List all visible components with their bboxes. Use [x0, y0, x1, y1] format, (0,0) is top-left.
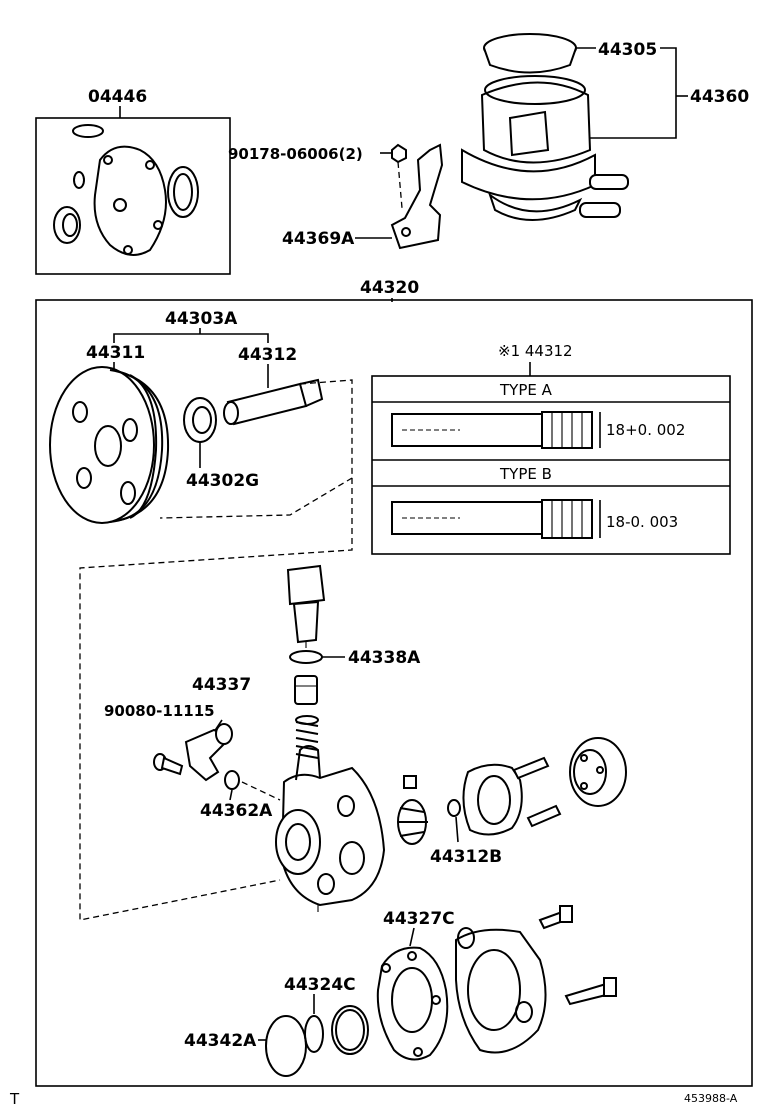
pump-body-icon: [275, 745, 386, 912]
union-fitting-icon: [286, 564, 326, 648]
bolt-upper-icon: [538, 905, 573, 930]
label-90080: 90080-11115: [104, 702, 215, 720]
nut-icon: [391, 143, 407, 164]
diagram-ref-code: 453988-A: [684, 1092, 738, 1105]
assembly-box: [35, 299, 753, 1087]
pressure-plate-icon: [569, 737, 627, 807]
vane-icon: [403, 775, 417, 789]
label-44369A: 44369A: [282, 229, 355, 249]
reservoir-pipe-icon: [589, 174, 629, 190]
type-a-label: TYPE A: [499, 381, 553, 399]
gasket-kit-group: 04446: [35, 87, 231, 275]
dowel-pin-icon: [512, 756, 562, 828]
label-44311: 44311: [86, 343, 145, 363]
label-44337: 44337: [192, 675, 251, 695]
gasket-kit-box: [35, 117, 231, 275]
type-a-shaft-icon: [391, 413, 543, 447]
table-header: ※1 44312: [498, 342, 573, 360]
rear-housing-icon: [455, 927, 547, 1054]
shaft-icon: [223, 378, 324, 426]
bracket-group: 90178-06006(2) 44369A: [228, 143, 444, 250]
label-44324C: 44324C: [284, 975, 356, 995]
label-44360: 44360: [690, 87, 749, 107]
o-ring-icon: [72, 124, 104, 138]
pin-44312B-icon: [447, 799, 461, 817]
label-44302G: 44302G: [186, 471, 259, 491]
label-44327C: 44327C: [383, 909, 455, 929]
reservoir-group: 44305 44360: [461, 33, 749, 221]
label-44342A: 44342A: [184, 1031, 257, 1051]
o-ring-large-icon: [331, 1005, 369, 1055]
type-b-dimension: 18-0. 003: [606, 513, 678, 531]
bolt-lower-icon: [564, 977, 617, 1006]
type-b-label: TYPE B: [499, 465, 552, 483]
label-44312B: 44312B: [430, 847, 502, 867]
label-44305: 44305: [598, 40, 657, 60]
label-44362A: 44362A: [200, 801, 273, 821]
footer-mark: T: [9, 1090, 20, 1108]
pulley-icon: [49, 366, 170, 524]
leader-44360: [590, 47, 677, 139]
type-a-dimension: 18+0. 002: [606, 421, 685, 439]
small-ring-icon: [73, 171, 85, 189]
shaft-type-table: ※1 44312 TYPE A TYPE B 18+0. 002: [371, 342, 731, 555]
gasket-plate-icon: [93, 145, 167, 256]
suction-port-icon: [184, 723, 233, 782]
gasket-44327C-icon: [376, 946, 449, 1061]
label-44320: 44320: [360, 278, 419, 298]
pump-assembly-group: 44320 44303A 44311 44312 44302G: [35, 278, 753, 1087]
o-ring-44342A-icon: [265, 1015, 307, 1077]
bracket-icon: [390, 143, 444, 250]
o-ring-44324C-icon: [304, 1015, 324, 1053]
bearing-icon: [183, 397, 217, 443]
rotor-icon: [397, 799, 428, 845]
flow-valve-icon: [294, 675, 318, 705]
gasket-hole: [113, 198, 127, 212]
large-ring-icon: [167, 166, 199, 218]
label-44338A: 44338A: [348, 648, 421, 668]
cam-ring-icon: [462, 763, 523, 836]
o-ring-44362A-icon: [224, 770, 240, 790]
bolt-icon: [153, 753, 184, 776]
spring-icon: [295, 715, 319, 759]
label-44303A: 44303A: [165, 309, 238, 329]
o-ring-44338A-icon: [289, 650, 323, 664]
reservoir-body-icon: [480, 81, 592, 164]
label-90178: 90178-06006(2): [228, 145, 363, 163]
label-04446: 04446: [88, 87, 147, 107]
label-44312: 44312: [238, 345, 297, 365]
